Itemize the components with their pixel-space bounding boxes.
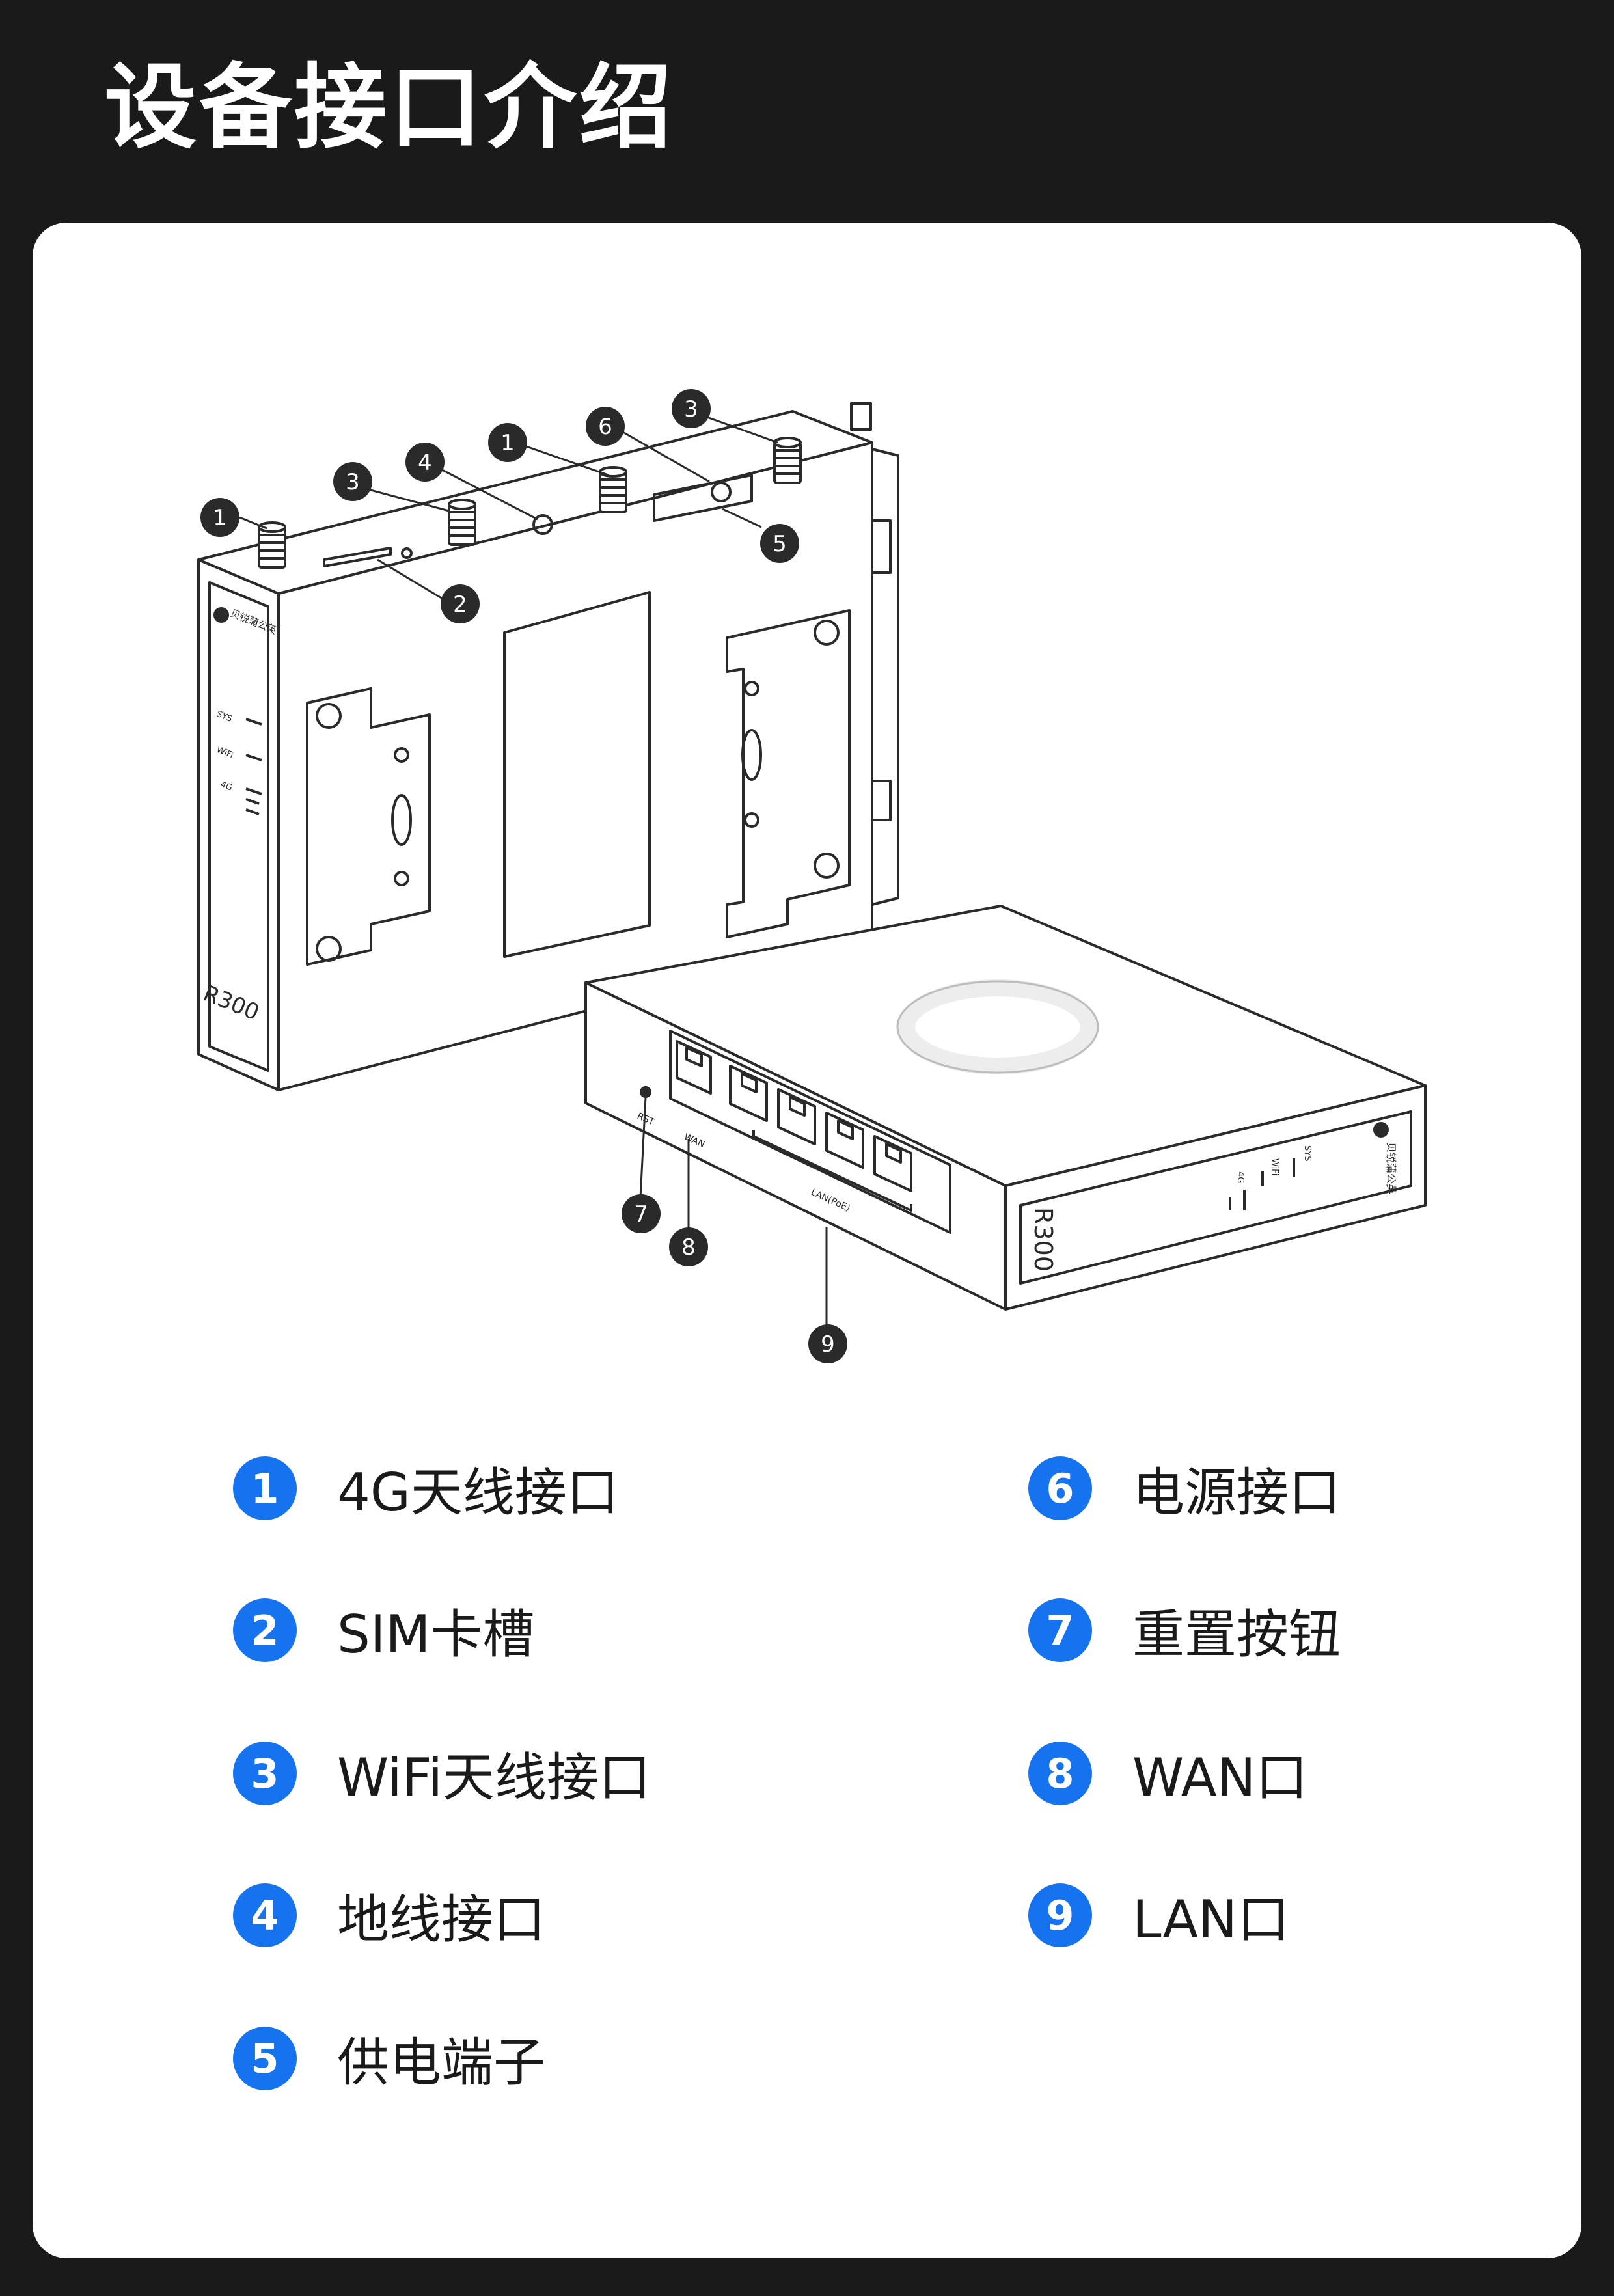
mounting-plate-right [726, 609, 851, 938]
callout-7: 7 [622, 1194, 661, 1233]
svg-text:1: 1 [213, 505, 227, 531]
svg-text:4: 4 [418, 450, 432, 476]
page-title: 设备接口介绍 [104, 54, 674, 161]
callout-6: 6 [586, 407, 625, 446]
callout-5: 5 [760, 524, 799, 563]
callout-4: 4 [405, 443, 445, 482]
reset-button [640, 1086, 651, 1098]
side-label-panel [503, 591, 651, 958]
svg-text:1: 1 [500, 430, 515, 456]
flat-unit-side [1004, 1084, 1427, 1311]
svg-text:2: 2 [453, 592, 467, 618]
lan-port-1 [729, 1065, 768, 1122]
callout-3-right: 3 [672, 389, 711, 428]
flat-indicator-4g: 4G [1235, 1171, 1245, 1183]
flat-indicator-sys: SYS [1302, 1145, 1312, 1161]
antenna-wifi-left [448, 499, 476, 546]
svg-text:3: 3 [346, 469, 360, 495]
port-frame [669, 1030, 951, 1234]
top-logo [898, 979, 1097, 1074]
lan-port-2 [777, 1088, 816, 1145]
flat-model-label: R300 [1029, 1207, 1058, 1272]
callout-2: 2 [441, 584, 480, 623]
svg-text:3: 3 [684, 396, 698, 422]
antenna-4g-left [258, 521, 286, 569]
power-terminal [653, 474, 753, 522]
svg-text:7: 7 [634, 1201, 648, 1227]
upright-indicator-4g: 4G [219, 780, 234, 793]
antenna-wifi-right [773, 437, 802, 484]
power-socket [711, 482, 732, 502]
callout-9: 9 [808, 1324, 847, 1363]
svg-text:9: 9 [821, 1332, 835, 1358]
sim-slot [323, 547, 392, 567]
callout-3-left: 3 [333, 462, 372, 501]
lan-port-3 [825, 1112, 864, 1169]
callout-1-left: 1 [200, 498, 239, 537]
svg-text:5: 5 [773, 531, 787, 557]
callout-markers: 1 3 4 1 6 3 5 2 [200, 389, 847, 1363]
svg-text:8: 8 [681, 1235, 696, 1261]
callout-1-right: 1 [488, 423, 527, 462]
flat-indicator-wifi: WiFi [1270, 1158, 1279, 1175]
svg-text:6: 6 [598, 414, 612, 440]
lan-port-4 [873, 1135, 912, 1192]
din-rail-bracket [871, 448, 899, 906]
device-illustration: R300 贝锐蒲公英 SYS WiFi 4G R300 贝锐蒲公英 SYS Wi… [197, 389, 1427, 1363]
antenna-4g-right [599, 466, 627, 513]
ground-terminal [532, 514, 553, 535]
upright-unit-top [197, 410, 873, 595]
callout-8: 8 [669, 1227, 708, 1266]
wan-port [676, 1040, 712, 1095]
flat-brand-label: 贝锐蒲公英 [1385, 1142, 1397, 1194]
